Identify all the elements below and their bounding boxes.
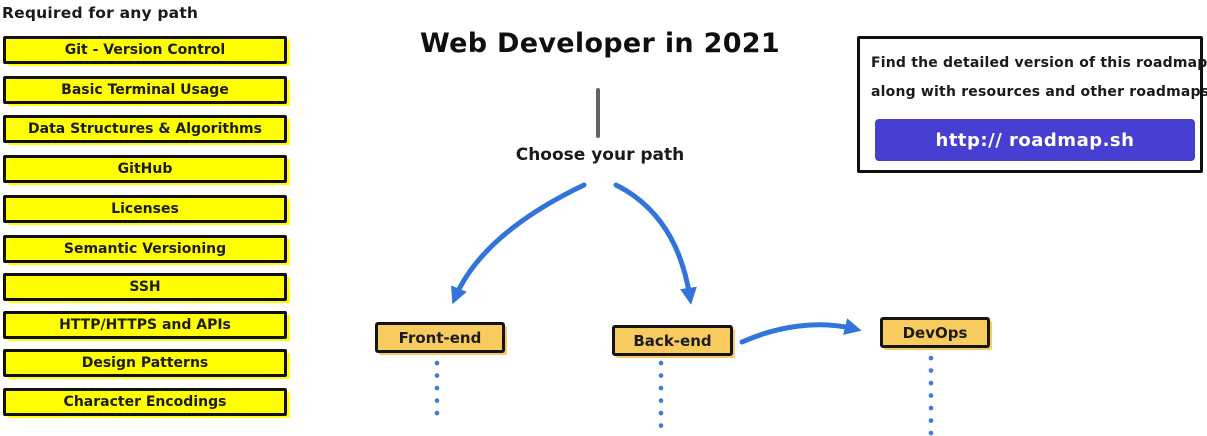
topic-design-patterns[interactable]: Design Patterns [3,349,287,377]
topic-data-structures[interactable]: Data Structures & Algorithms [3,115,287,143]
required-heading: Required for any path [2,4,199,22]
arrow-backend-to-devops-icon [739,318,862,345]
path-node-frontend[interactable]: Front-end [375,322,505,353]
choose-path-label: Choose your path [515,145,685,165]
topic-semantic-versioning[interactable]: Semantic Versioning [3,235,287,263]
path-node-backend[interactable]: Back-end [612,325,733,356]
arrow-to-frontend-icon [451,182,587,305]
arrow-to-backend-icon [613,182,697,305]
topic-terminal[interactable]: Basic Terminal Usage [3,76,287,104]
info-text-line2: along with resources and other roadmaps [871,84,1207,100]
path-node-devops[interactable]: DevOps [880,317,990,348]
page-title: Web Developer in 2021 [420,28,780,59]
topic-http-apis[interactable]: HTTP/HTTPS and APIs [3,311,287,339]
topic-github[interactable]: GitHub [3,155,287,183]
info-text-line1: Find the detailed version of this roadma… [871,55,1207,71]
topic-licenses[interactable]: Licenses [3,195,287,223]
topic-character-encodings[interactable]: Character Encodings [3,388,287,416]
topic-ssh[interactable]: SSH [3,273,287,301]
roadmap-info-box: Find the detailed version of this roadma… [857,36,1207,173]
topic-git[interactable]: Git - Version Control [3,36,287,64]
title-connector-line [596,88,600,138]
roadmap-url-button[interactable]: http:// roadmap.sh [875,119,1195,161]
